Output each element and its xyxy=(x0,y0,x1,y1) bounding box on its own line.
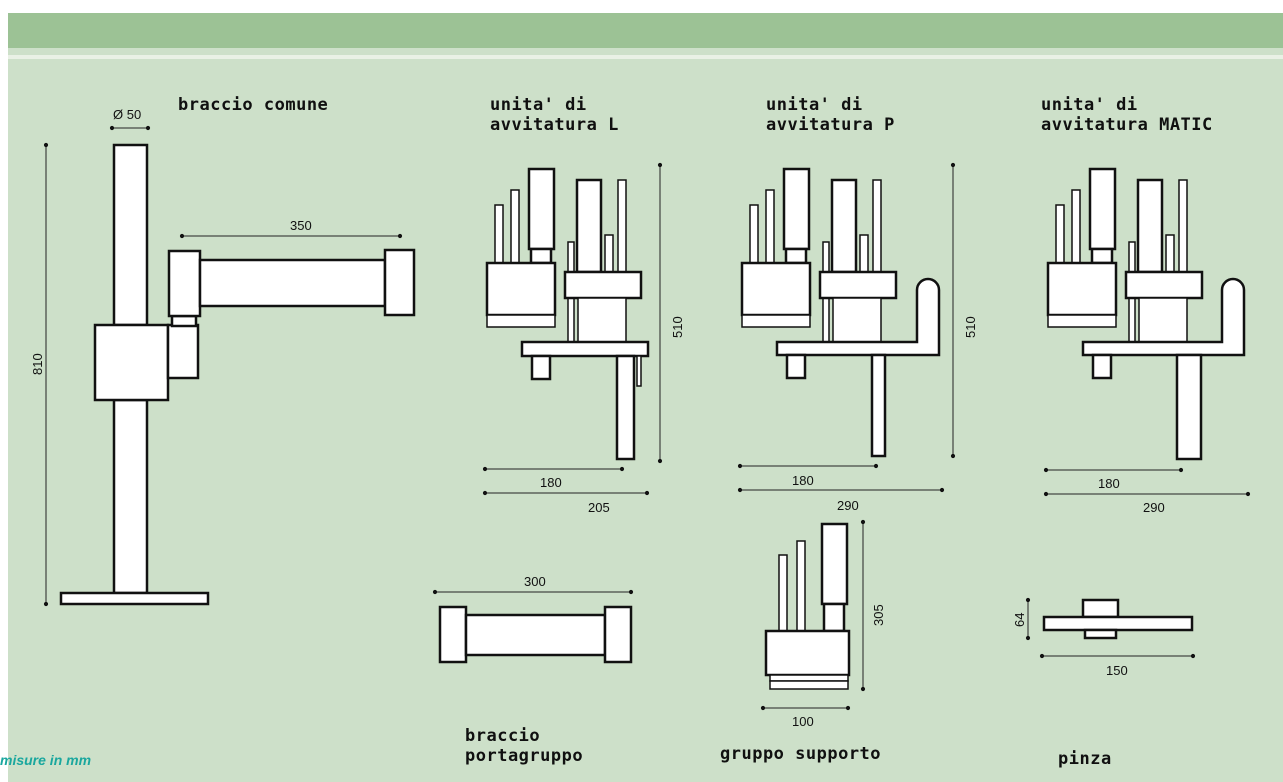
dim-label-unit-l-outer: 205 xyxy=(588,500,610,515)
dim-label-arm-height: 810 xyxy=(30,353,45,375)
dim-label-pinza-height: 64 xyxy=(1012,613,1027,627)
base-plate xyxy=(59,591,210,606)
title-unita-l: unita' di avvitatura L xyxy=(490,95,619,135)
arm-joint xyxy=(166,323,200,380)
vertical-column-top xyxy=(112,143,149,327)
dim-label-unit-p-height: 510 xyxy=(963,316,978,338)
unit-p-drawing: 510 180 290 xyxy=(737,162,978,513)
horizontal-arm-tube xyxy=(198,258,387,308)
dim-label-unit-l-inner: 180 xyxy=(540,475,562,490)
dim-label-unit-matic-outer: 290 xyxy=(1143,500,1165,515)
title-gruppo-supporto: gruppo supporto xyxy=(720,744,882,764)
vertical-column-bottom xyxy=(112,398,149,595)
dim-label-arm-reach: 350 xyxy=(290,218,312,233)
unit-matic-drawing: 180 290 xyxy=(1043,167,1251,515)
dim-label-supporto-height: 305 xyxy=(871,604,886,626)
common-arm-drawing: Ø 50 810 350 xyxy=(30,107,416,607)
diagram-panel xyxy=(8,13,1283,782)
dim-label-supporto-width: 100 xyxy=(792,714,814,729)
horizontal-arm-right-cap xyxy=(383,248,416,317)
dim-label-unit-p-outer: 290 xyxy=(837,498,859,513)
holder-arm-drawing: 300 xyxy=(432,574,634,664)
title-unita-matic: unita' di avvitatura MATIC xyxy=(1041,95,1213,135)
gripper-drawing: 64 150 xyxy=(1012,597,1196,678)
header-separator xyxy=(8,55,1283,59)
dim-label-unit-l-height: 510 xyxy=(670,316,685,338)
title-pinza: pinza xyxy=(1058,749,1112,769)
unit-l-drawing: 510 180 205 xyxy=(482,162,685,515)
arm-carriage xyxy=(93,323,170,402)
horizontal-arm-left-cap xyxy=(167,249,202,318)
title-braccio-comune: braccio comune xyxy=(178,95,329,115)
units-footnote: misure in mm xyxy=(0,752,92,768)
title-braccio-portagruppo: braccio portagruppo xyxy=(465,726,584,766)
dim-label-unit-p-inner: 180 xyxy=(792,473,814,488)
dim-label-pinza-width: 150 xyxy=(1106,663,1128,678)
dim-label-diameter: Ø 50 xyxy=(113,107,141,122)
title-unita-p: unita' di avvitatura P xyxy=(766,95,895,135)
dim-label-unit-matic-inner: 180 xyxy=(1098,476,1120,491)
support-group-drawing: 305 100 xyxy=(760,519,886,729)
arm-joint-collar xyxy=(170,314,198,328)
header-band xyxy=(8,13,1283,48)
dim-label-portagruppo: 300 xyxy=(524,574,546,589)
